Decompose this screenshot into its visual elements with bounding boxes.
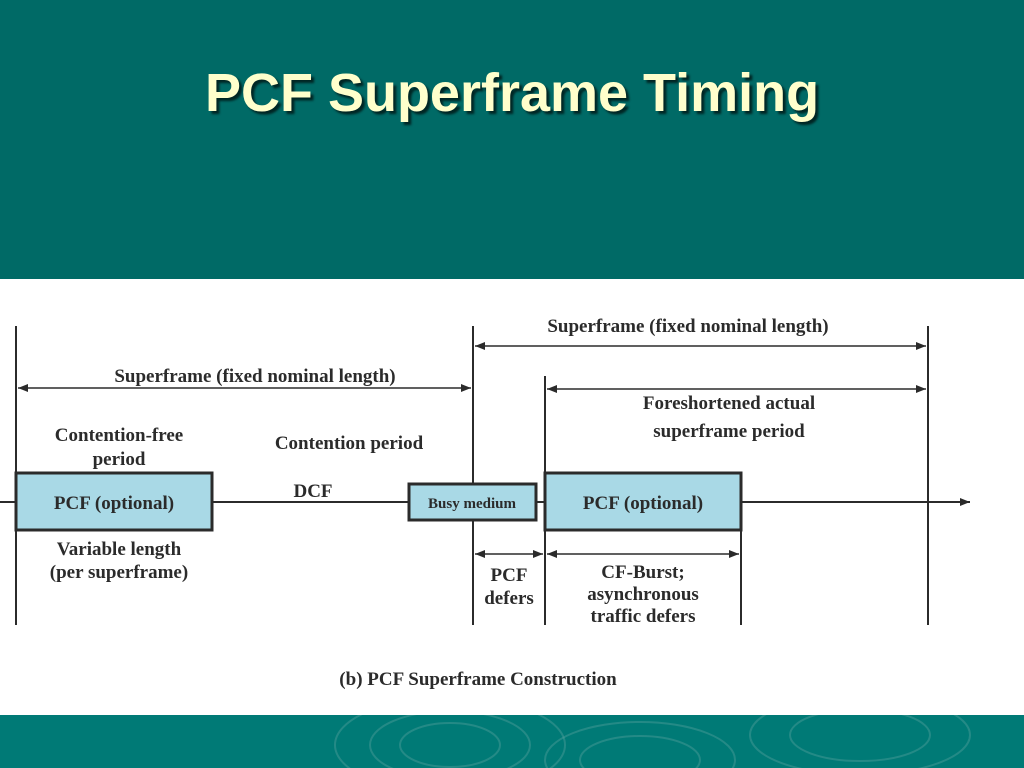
- superframe-top-label: Superframe (fixed nominal length): [547, 316, 828, 337]
- dcf-label: DCF: [293, 481, 332, 502]
- contention-period-label: Contention period: [275, 433, 424, 454]
- pcf-optional-box-right: [543, 471, 743, 532]
- contention-free-label-line1: Contention-free: [55, 425, 183, 446]
- variable-length-label-line2: (per superframe): [50, 562, 188, 583]
- pcf-defers-label-line2: defers: [484, 588, 534, 609]
- ripple-decoration: [334, 715, 971, 768]
- pcf-optional-box-left: [14, 471, 214, 532]
- cf-burst-label-line2: asynchronous: [587, 584, 699, 605]
- contention-free-label-line2: period: [93, 449, 146, 470]
- slide-title: PCF Superframe Timing: [204, 63, 820, 123]
- pcf-optional-label-right: PCF (optional): [583, 493, 703, 514]
- cf-burst-label-line1: CF-Burst;: [601, 562, 684, 583]
- busy-medium-box: [407, 482, 538, 522]
- superframe-diagram: Superframe (fixed nominal length) Superf…: [0, 316, 970, 690]
- variable-length-label-line1: Variable length: [57, 539, 182, 560]
- foreshortened-label-line1: Foreshortened actual: [643, 393, 815, 414]
- figure-caption: (b) PCF Superframe Construction: [339, 669, 617, 690]
- pcf-optional-label-left: PCF (optional): [54, 493, 174, 514]
- superframe-left-label: Superframe (fixed nominal length): [114, 366, 395, 387]
- figure-panel: Superframe (fixed nominal length) Superf…: [0, 279, 1024, 715]
- pcf-defers-label-line1: PCF: [491, 565, 528, 586]
- footer-band: [0, 715, 1024, 768]
- busy-medium-label: Busy medium: [428, 496, 516, 512]
- foreshortened-label-line2: superframe period: [653, 421, 805, 442]
- cf-burst-label-line3: traffic defers: [591, 606, 696, 627]
